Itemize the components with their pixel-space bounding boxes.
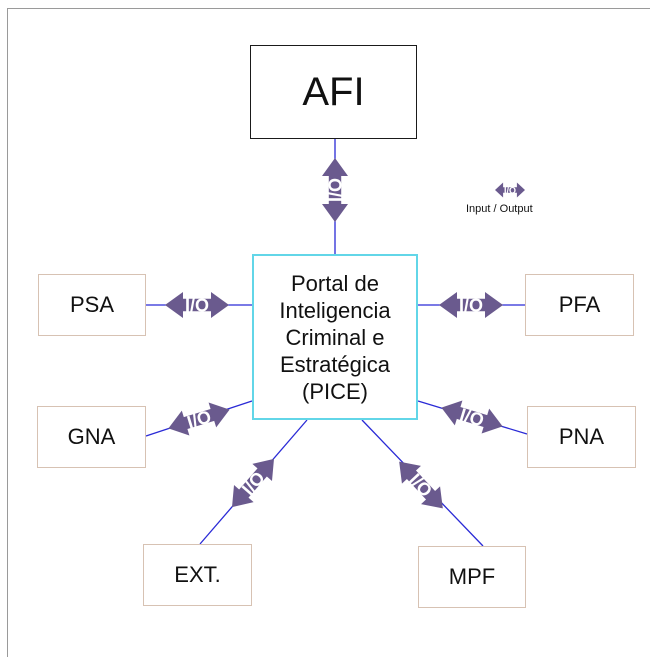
node-pna: PNA: [527, 406, 636, 468]
io-arrow-afi: I/O: [322, 158, 348, 222]
io-arrow-shape: [495, 182, 525, 198]
node-ext: EXT.: [143, 544, 252, 606]
frame-left-border: [7, 8, 8, 657]
node-mpf-label: MPF: [448, 564, 496, 589]
io-arrow-label: I/O: [325, 178, 345, 202]
node-afi: AFI: [250, 45, 417, 139]
io-arrow-shape: [165, 292, 229, 318]
io-arrow-mpf: I/O: [399, 461, 443, 509]
io-arrow-ext: I/O: [232, 458, 274, 508]
io-arrow-shape: [232, 458, 274, 508]
io-arrow-label: I/O: [504, 185, 516, 195]
io-arrow-pfa: I/O: [439, 292, 503, 318]
node-psa: PSA: [38, 274, 146, 336]
io-arrow-label: I/O: [457, 404, 486, 430]
io-arrow-shape: [399, 461, 443, 509]
io-arrow-shape: [322, 158, 348, 222]
node-pice: Portal de Inteligencia Criminal e Estrat…: [252, 254, 418, 420]
io-arrow-shape: [168, 402, 230, 436]
legend-text: Input / Output: [466, 203, 533, 215]
pice-line-3: Criminal e: [285, 324, 385, 350]
node-pfa-label: PFA: [558, 292, 601, 317]
node-pna-label: PNA: [558, 424, 605, 449]
io-arrow-shape: [441, 400, 503, 434]
node-pfa: PFA: [525, 274, 634, 336]
io-arrow-label: I/O: [185, 295, 209, 315]
pice-line-4: Estratégica: [279, 351, 391, 377]
node-mpf: MPF: [418, 546, 526, 608]
node-psa-label: PSA: [69, 292, 115, 317]
io-arrow-gna: I/O: [168, 402, 230, 436]
io-arrow-shape: [439, 292, 503, 318]
io-arrow-psa: I/O: [165, 292, 229, 318]
frame-top-border: [7, 8, 650, 9]
node-gna: GNA: [37, 406, 146, 468]
legend-io-arrow: I/O: [495, 182, 525, 198]
io-arrow-label: I/O: [459, 295, 483, 315]
pice-line-2: Inteligencia: [279, 297, 391, 323]
legend-io-symbol: I/O: [495, 182, 525, 198]
node-afi-label: AFI: [302, 69, 365, 114]
pice-line-5: (PICE): [302, 378, 368, 404]
io-arrow-pna: I/O: [441, 400, 503, 434]
node-gna-label: GNA: [67, 424, 116, 449]
pice-line-1: Portal de: [290, 270, 380, 296]
node-ext-label: EXT.: [174, 562, 221, 587]
